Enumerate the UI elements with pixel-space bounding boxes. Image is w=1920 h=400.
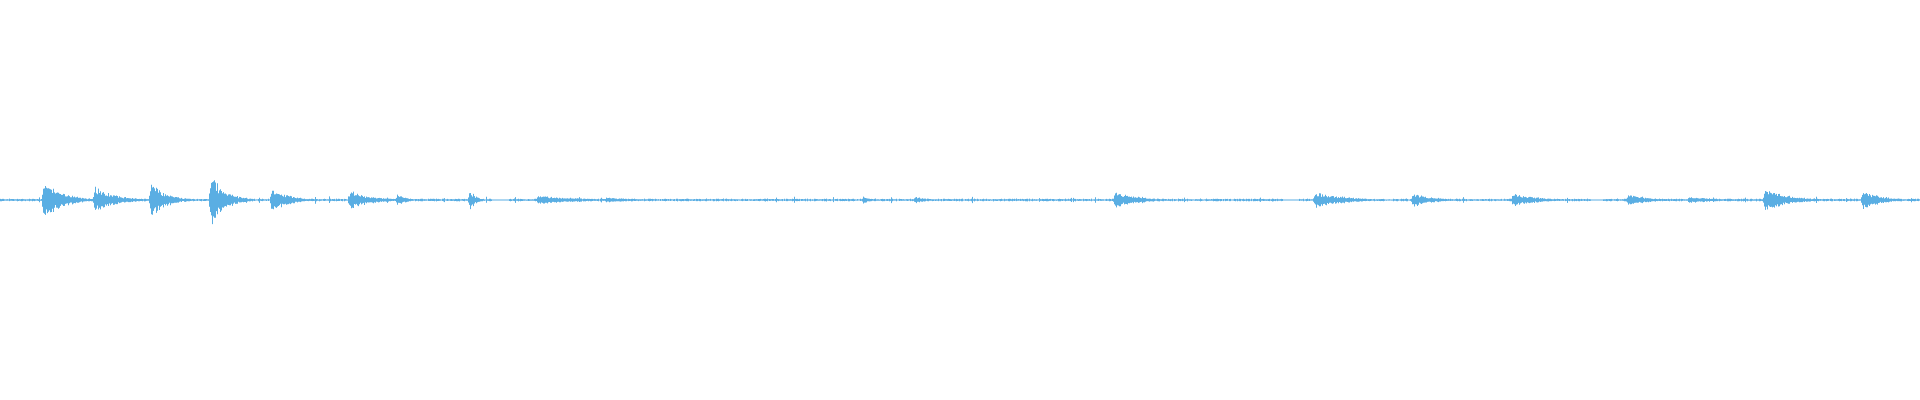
waveform-trace (0, 180, 1920, 225)
waveform-path (0, 180, 1920, 225)
